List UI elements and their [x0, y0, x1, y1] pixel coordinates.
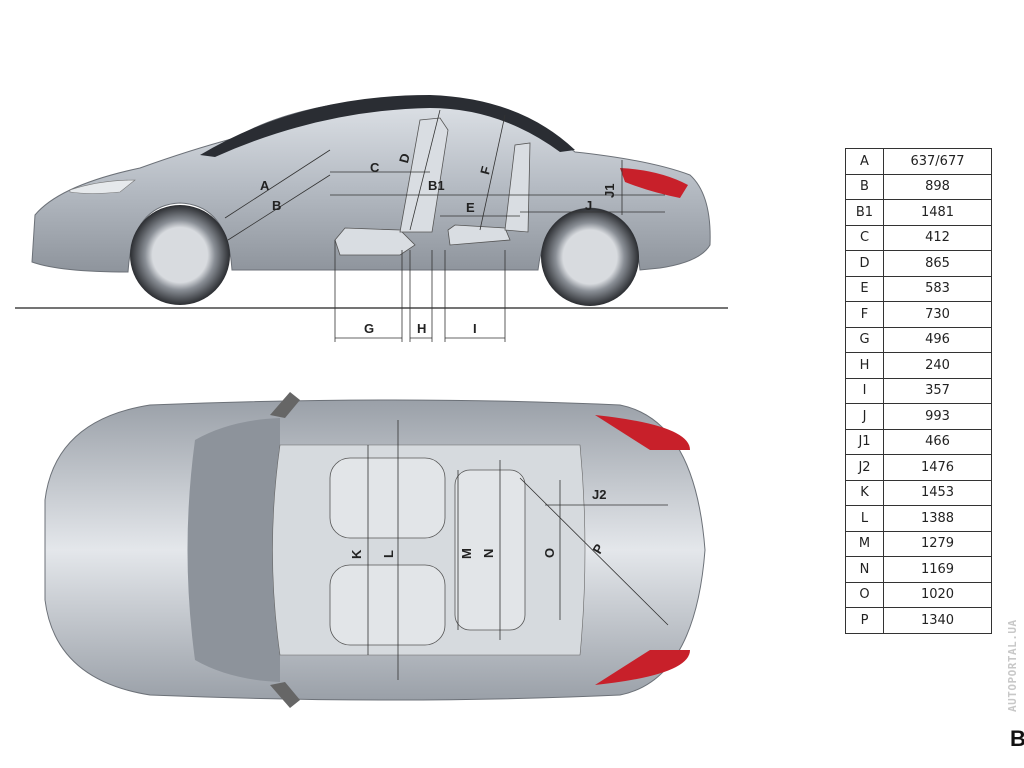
dimension-value: 466 — [883, 428, 992, 455]
label-g: G — [364, 321, 374, 336]
rear-wheel — [541, 208, 639, 306]
dimension-key: L — [845, 505, 884, 532]
taillight — [620, 168, 688, 198]
dimension-value: 637/677 — [883, 148, 992, 175]
dimension-key: D — [845, 250, 884, 277]
front-seat-left — [329, 457, 446, 539]
page-marker: B — [1010, 726, 1024, 751]
dimension-value: 865 — [883, 250, 992, 277]
dimension-value: 898 — [883, 173, 992, 200]
dimension-value: 357 — [883, 377, 992, 404]
label-a: A — [260, 178, 270, 193]
dimension-key: H — [845, 352, 884, 379]
dimension-key: J1 — [845, 428, 884, 455]
dimension-key: M — [845, 530, 884, 557]
label-n: N — [481, 549, 496, 558]
side-view-car — [31, 95, 711, 306]
label-k: K — [349, 549, 364, 559]
dimension-key: E — [845, 275, 884, 302]
dimension-key: N — [845, 556, 884, 583]
dimension-value: 1476 — [883, 454, 992, 481]
label-b1: B1 — [428, 178, 445, 193]
dimension-value: 583 — [883, 275, 992, 302]
top-view-car — [44, 392, 706, 708]
label-b: B — [272, 198, 281, 213]
dimension-value: 1481 — [883, 199, 992, 226]
rear-seats — [454, 469, 526, 631]
dimension-value: 1388 — [883, 505, 992, 532]
label-e: E — [466, 200, 475, 215]
label-i: I — [473, 321, 477, 336]
label-j2: J2 — [592, 487, 606, 502]
label-l: L — [381, 550, 396, 558]
dimension-value: 1340 — [883, 607, 992, 634]
dimension-key: B — [845, 173, 884, 200]
watermark: AUTOPORTAL.UA — [1006, 619, 1019, 712]
label-j1: J1 — [602, 184, 617, 198]
label-c: C — [370, 160, 380, 175]
dimension-key: K — [845, 479, 884, 506]
dimension-value: 730 — [883, 301, 992, 328]
dimension-key: I — [845, 377, 884, 404]
dimension-key: B1 — [845, 199, 884, 226]
top-dimension-lines — [367, 420, 669, 680]
label-d: D — [396, 152, 413, 165]
dimension-key: F — [845, 301, 884, 328]
dimension-value: 412 — [883, 224, 992, 251]
label-h: H — [417, 321, 426, 336]
dimension-value: 240 — [883, 352, 992, 379]
dimension-key: C — [845, 224, 884, 251]
dimension-value: 993 — [883, 403, 992, 430]
front-seat — [334, 227, 416, 256]
dimension-value: 1453 — [883, 479, 992, 506]
label-j: J — [585, 198, 592, 213]
mirror — [270, 392, 300, 418]
dimension-value: 1020 — [883, 581, 992, 608]
dimension-key: P — [845, 607, 884, 634]
front-wheel — [130, 205, 230, 305]
dimension-key: J2 — [845, 454, 884, 481]
dimension-value: 1169 — [883, 556, 992, 583]
label-f: F — [477, 165, 494, 177]
dimension-value: 496 — [883, 326, 992, 353]
windshield — [187, 418, 280, 682]
label-m: M — [459, 548, 474, 559]
dimension-value: 1279 — [883, 530, 992, 557]
label-o: O — [542, 548, 557, 558]
roof-glass — [200, 95, 575, 157]
dimension-key: J — [845, 403, 884, 430]
dimension-key: A — [845, 148, 884, 175]
dimension-key: O — [845, 581, 884, 608]
side-dimension-lines — [224, 109, 665, 342]
dimension-key: G — [845, 326, 884, 353]
rear-seat — [447, 224, 511, 246]
front-seat-right — [329, 564, 446, 646]
headlight — [69, 179, 136, 194]
